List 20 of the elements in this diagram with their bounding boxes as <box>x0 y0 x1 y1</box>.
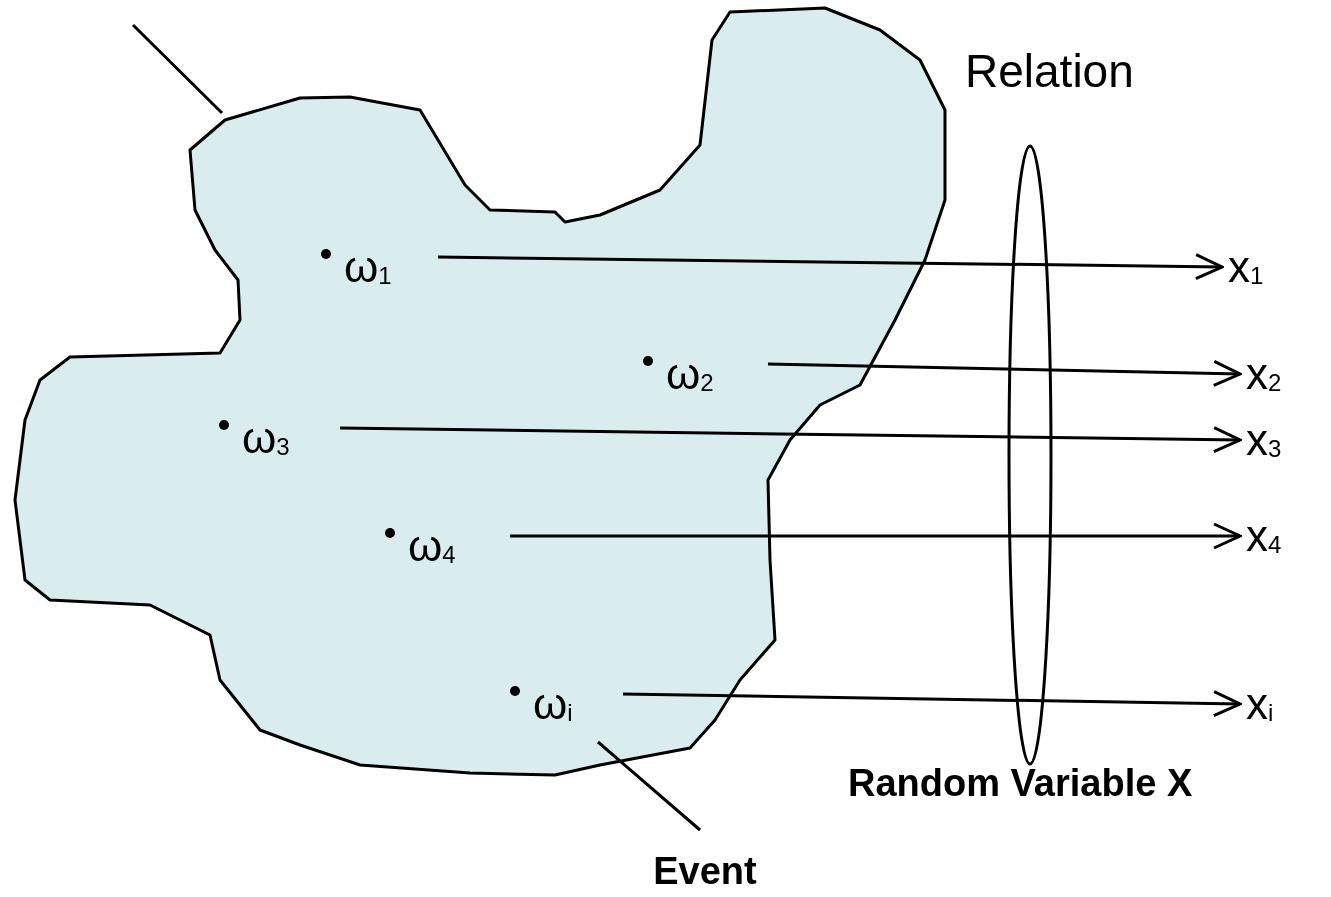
value-label: x$_{4}$ <box>1246 514 1298 562</box>
random-variable-label: Random Variable X <box>848 764 1193 802</box>
outcome-label: ω$_{3}$ <box>242 416 290 460</box>
leader-line <box>597 740 701 832</box>
outcome-label: ω$_{i}$ <box>533 682 573 726</box>
value-label: x$_{3}$ <box>1246 418 1298 466</box>
outcome-label: ω$_{4}$ <box>408 524 456 568</box>
arrow <box>339 426 1242 454</box>
leader-line <box>131 23 224 115</box>
event-label: Event <box>630 852 780 897</box>
arrow <box>767 359 1242 387</box>
arrow <box>438 253 1224 281</box>
outcome-label: ω$_{1}$ <box>344 245 392 289</box>
arrow <box>622 690 1242 718</box>
value-label: x$_{1}$ <box>1228 245 1270 293</box>
value-label: x$_{i}$ <box>1246 682 1286 730</box>
arrow <box>510 522 1242 550</box>
value-label: x$_{2}$ <box>1246 352 1298 400</box>
relation-label: Relation <box>965 48 1134 94</box>
outcome-label: ω$_{2}$ <box>666 352 714 396</box>
